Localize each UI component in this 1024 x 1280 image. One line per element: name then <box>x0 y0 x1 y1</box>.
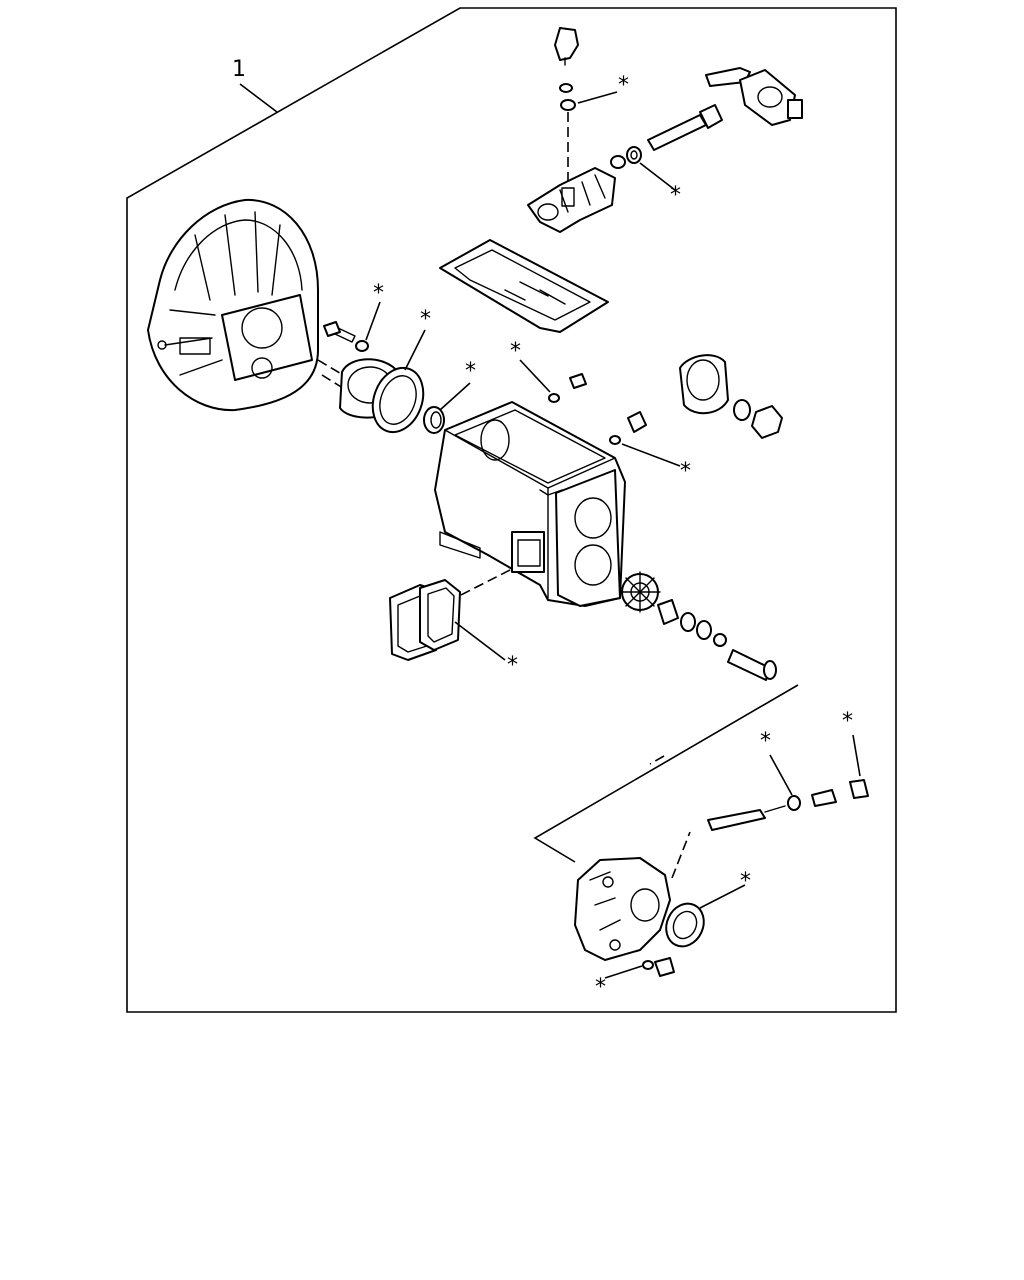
bushing <box>610 155 626 169</box>
leader-line <box>519 359 551 393</box>
assembly-dash <box>649 755 665 765</box>
asterisk-marker: * <box>465 359 476 384</box>
sleeve-cap <box>849 779 869 799</box>
inspection-gasket <box>419 579 461 651</box>
asterisk-marker: * <box>420 307 431 332</box>
o-ring <box>787 795 801 811</box>
bearing <box>696 620 712 640</box>
washer <box>548 393 560 403</box>
output-flange <box>679 354 729 415</box>
washer <box>642 960 654 970</box>
flange-nut <box>751 405 783 439</box>
leader-line <box>577 91 618 104</box>
asterisk-marker: * <box>510 339 521 364</box>
spacer <box>657 599 679 625</box>
asterisk-marker: * <box>595 975 606 1000</box>
leader-line <box>454 621 506 661</box>
asterisk-marker: * <box>740 869 751 894</box>
asterisk-marker: * <box>670 183 681 208</box>
transmission-case <box>434 401 626 607</box>
shaft-seal <box>626 146 642 164</box>
asterisk-marker: * <box>373 281 384 306</box>
sleeve <box>811 789 837 807</box>
bearing <box>680 612 696 632</box>
leader-line <box>639 162 676 191</box>
leader-line <box>699 884 746 909</box>
leader-line <box>404 329 426 371</box>
part-number-leader <box>239 83 278 113</box>
asterisk-marker: * <box>842 709 853 734</box>
shift-control-unit <box>705 67 803 126</box>
shaft-tip <box>764 805 786 813</box>
flywheel-housing <box>147 198 319 412</box>
assembly-dash <box>671 831 691 879</box>
drain-plug <box>654 957 675 977</box>
idler-gear <box>619 571 661 613</box>
shift-housing <box>527 167 616 233</box>
oil-seal <box>423 406 445 434</box>
plug <box>569 373 587 389</box>
shaft-end <box>763 660 777 680</box>
washer <box>733 399 751 421</box>
part-number-label: 1 <box>232 57 246 82</box>
washer <box>559 83 573 93</box>
asterisk-marker: * <box>760 729 771 754</box>
washer <box>609 435 621 445</box>
washer <box>355 340 369 352</box>
snap-ring <box>713 633 727 647</box>
shift-lever-bracket <box>554 27 579 66</box>
idler-shaft <box>727 649 771 681</box>
rear-housing <box>574 857 671 961</box>
gasket <box>371 366 425 434</box>
o-ring <box>560 99 576 111</box>
leader-line <box>769 754 793 796</box>
leader-line <box>439 382 471 411</box>
assembly-dash <box>454 569 511 599</box>
asterisk-marker: * <box>680 459 691 484</box>
leader-line <box>621 443 681 467</box>
rear-oil-seal <box>665 902 705 948</box>
kit-frame <box>126 7 897 1013</box>
leader-line <box>365 301 381 341</box>
speedometer-driven-gear <box>707 809 766 831</box>
leader-line <box>852 734 861 777</box>
bolt <box>323 321 356 343</box>
leader-line <box>604 965 643 979</box>
shift-shaft <box>647 104 723 151</box>
assembly-leader <box>533 684 799 863</box>
asterisk-marker: * <box>507 653 518 678</box>
asterisk-marker: * <box>618 73 629 98</box>
breather-plug <box>627 411 647 433</box>
